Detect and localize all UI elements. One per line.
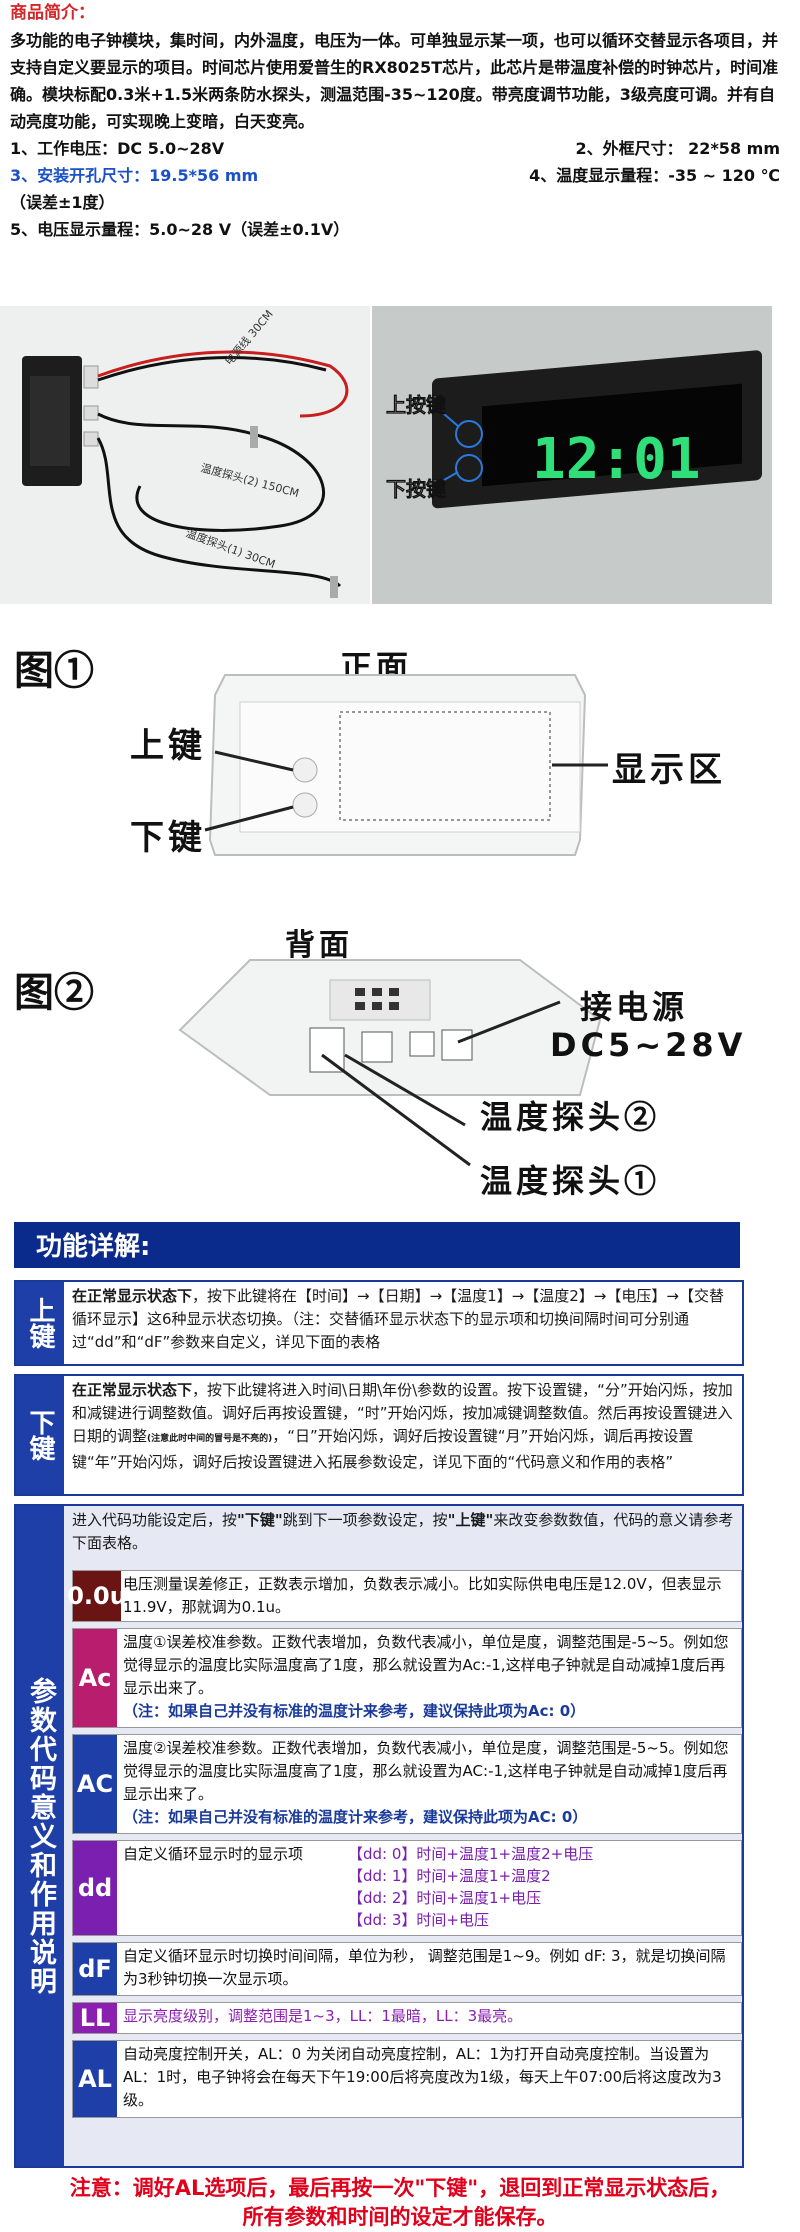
dd-options: 【dd: 0】时间+温度1+温度2+电压 【dd: 1】时间+温度1+温度2 【… <box>348 1843 593 1931</box>
functions-header: 功能详解: <box>14 1222 740 1268</box>
params-intro-c: 跳到下一项参数设定，按 <box>282 1511 448 1529</box>
param-row-ac2: AC 温度②误差校准参数。正数代表增加，负数代表减小，单位是度，调整范围是-5~… <box>72 1734 742 1834</box>
down-key-desc: ，按下此键将进入时间\日期\年份\参数的设置。按下设置键，“分”开始闪烁，按加和… <box>72 1381 733 1445</box>
down-key-box: 下键 在正常显示状态下，按下此键将进入时间\日期\年份\参数的设置。按下设置键，… <box>14 1374 744 1496</box>
probe1-label: 温度探头① <box>480 1162 661 1200</box>
power-range: DC5~28V <box>550 1026 747 1064</box>
dd-option-2: 【dd: 2】时间+温度1+电压 <box>348 1889 542 1907</box>
up-key-text: 在正常显示状态下，按下此键将在【时间】→【日期】→【温度1】→【温度2】→【电压… <box>72 1285 736 1354</box>
params-intro-a: 进入代码功能设定后，按 <box>72 1511 238 1529</box>
figure-2-label: 图② <box>14 969 94 1016</box>
down-key-small-note: (注意此时中间的冒号是不亮的) <box>147 1434 273 1444</box>
params-box: 参数代码意义和作用说明 进入代码功能设定后，按"下键"跳到下一项参数设定，按"上… <box>14 1504 744 2168</box>
param-text-ac2: 温度②误差校准参数。正数代表增加，负数代表减小，单位是度，调整范围是-5~5。例… <box>123 1737 735 1829</box>
spec-row-1: 1、工作电压：DC 5.0~28V 2、外框尺寸： 22*58 mm <box>10 135 780 162</box>
param-row-dd: dd 自定义循环显示时的显示项 【dd: 0】时间+温度1+温度2+电压 【dd… <box>72 1840 742 1936</box>
param-text-ac1: 温度①误差校准参数。正数代表增加，负数代表减小，单位是度，调整范围是-5~5。例… <box>123 1631 735 1723</box>
photo-down-key-label: 下按键 <box>386 477 446 501</box>
param-code-ll: LL <box>73 2003 117 2033</box>
param-code-dd: dd <box>73 1841 117 1935</box>
intro-description: 多功能的电子钟模块，集时间，内外温度，电压为一体。可单独显示某一项，也可以循环交… <box>10 31 779 131</box>
dd-option-3: 【dd: 3】时间+电压 <box>348 1911 489 1929</box>
param-code-0u: 0.0u <box>67 1571 127 1621</box>
fig1-down-key: 下键 <box>130 818 206 858</box>
param-text-dd: 自定义循环显示时的显示项 <box>123 1845 304 1863</box>
param-text-0u: 电压测量误差修正，正数表示增加，负数表示减小。比如实际供电电压是12.0V，但表… <box>123 1575 722 1616</box>
up-key-side: 上键 <box>16 1282 64 1364</box>
intro-section: 商品简介： 多功能的电子钟模块，集时间，内外温度，电压为一体。可单独显示某一项，… <box>10 0 790 243</box>
dd-option-0: 【dd: 0】时间+温度1+温度2+电压 <box>348 1845 594 1863</box>
spec-cutout-size: 3、安装开孔尺寸：19.5*56 mm <box>10 166 259 185</box>
spec-row-2: 3、安装开孔尺寸：19.5*56 mm 4、温度显示量程：-35 ~ 120 ℃ <box>10 162 780 189</box>
up-key-box: 上键 在正常显示状态下，按下此键将在【时间】→【日期】→【温度1】→【温度2】→… <box>14 1280 744 1366</box>
param-note-ac2: （注：如果自己并没有标准的温度计来参考，建议保持此项为AC: 0） <box>123 1808 588 1826</box>
param-desc-ac2: 温度②误差校准参数。正数代表增加，负数代表减小，单位是度，调整范围是-5~5。例… <box>123 1739 729 1803</box>
clock-display-time: 12:01 <box>532 427 701 492</box>
fig1-up-key: 上键 <box>130 726 206 766</box>
figure-2: 图② 背面 接电源 DC5~28V 温度探头② 温度探头① <box>0 920 800 1210</box>
param-row-ac1: Ac 温度①误差校准参数。正数代表增加，负数代表减小，单位是度，调整范围是-5~… <box>72 1628 742 1728</box>
probe2-label: 温度探头② <box>480 1098 661 1136</box>
param-text-al: 自动亮度控制开关，AL：0 为关闭自动亮度控制，AL：1为打开自动亮度控制。当设… <box>123 2045 722 2109</box>
param-note-ac1: （注：如果自己并没有标准的温度计来参考，建议保持此项为Ac: 0） <box>123 1702 586 1720</box>
param-code-al: AL <box>73 2041 117 2117</box>
param-text-ll: 显示亮度级别，调整范围是1~3，LL：1最暗，LL：3最亮。 <box>123 2007 523 2025</box>
back-diagram <box>178 959 602 1167</box>
param-row-voltage: 0.0u 电压测量误差修正，正数表示增加，负数表示减小。比如实际供电电压是12.… <box>67 1570 742 1622</box>
param-row-df: dF 自定义循环显示时切换时间间隔，单位为秒， 调整范围是1~9。例如 dF: … <box>72 1942 742 1996</box>
param-code-ac1: Ac <box>73 1629 117 1727</box>
params-intro-up: "上键" <box>447 1511 494 1529</box>
fig1-display-area: 显示区 <box>612 750 726 790</box>
down-key-side: 下键 <box>16 1376 64 1494</box>
figure-1: 图① 正面 上键 下键 显示区 <box>0 630 800 920</box>
up-key-desc: ，按下此键将在【时间】→【日期】→【温度1】→【温度2】→【电压】→【交替循环显… <box>72 1287 724 1351</box>
params-side: 参数代码意义和作用说明 <box>16 1506 64 2166</box>
params-intro: 进入代码功能设定后，按"下键"跳到下一项参数设定，按"上键"来改变参数数值，代码… <box>72 1509 736 1555</box>
spec-voltage: 1、工作电压：DC 5.0~28V <box>10 139 225 158</box>
product-photos: 电源线 30CM 温度探头(2) 150CM 温度探头(1) 30CM 12:0… <box>0 306 800 604</box>
spec-temp-range: 4、温度显示量程：-35 ~ 120 ℃ <box>529 166 780 185</box>
params-intro-e: 来改变参数数值，代码的意义请参考下面表格。 <box>72 1511 734 1552</box>
intro-title: 商品简介： <box>10 3 95 23</box>
param-desc-ac1: 温度①误差校准参数。正数代表增加，负数代表减小，单位是度，调整范围是-5~5。例… <box>123 1633 729 1697</box>
param-text-df: 自定义循环显示时切换时间间隔，单位为秒， 调整范围是1~9。例如 dF: 3，就… <box>123 1947 726 1988</box>
photo-clock: 12:01 上按键 下按键 <box>372 306 772 604</box>
photo-cables: 电源线 30CM 温度探头(2) 150CM 温度探头(1) 30CM <box>0 306 370 604</box>
front-diagram <box>204 674 608 856</box>
spec-temp-error: （误差±1度） <box>10 193 115 212</box>
param-row-ll: LL 显示亮度级别，调整范围是1~3，LL：1最暗，LL：3最亮。 <box>72 2002 742 2034</box>
dd-option-1: 【dd: 1】时间+温度1+温度2 <box>348 1867 551 1885</box>
param-code-df: dF <box>73 1943 117 1995</box>
up-key-lead: 在正常显示状态下 <box>72 1287 193 1305</box>
down-key-lead: 在正常显示状态下 <box>72 1381 193 1399</box>
figure-1-label: 图① <box>14 647 94 694</box>
spec-frame-size: 2、外框尺寸： 22*58 mm <box>575 139 780 158</box>
param-code-ac2: AC <box>73 1735 117 1833</box>
down-key-desc2: ，“日”开始闪烁，调好后按设置键“月”开始闪烁，调后再按设置键“年”开始闪烁，调… <box>72 1427 694 1471</box>
params-intro-down: "下键" <box>237 1511 283 1529</box>
power-label: 接电源 <box>580 988 689 1026</box>
spec-voltage-range: 5、电压显示量程：5.0~28 V（误差±0.1V） <box>10 220 350 239</box>
down-key-text: 在正常显示状态下，按下此键将进入时间\日期\年份\参数的设置。按下设置键，“分”… <box>72 1379 736 1474</box>
back-label: 背面 <box>285 928 353 963</box>
final-note: 注意：调好AL选项后，最后再按一次"下键"，退回到正常显示状态后，所有参数和时间… <box>69 2176 731 2229</box>
param-row-al: AL 自动亮度控制开关，AL：0 为关闭自动亮度控制，AL：1为打开自动亮度控制… <box>72 2040 742 2118</box>
photo-up-key-label: 上按键 <box>386 393 446 417</box>
